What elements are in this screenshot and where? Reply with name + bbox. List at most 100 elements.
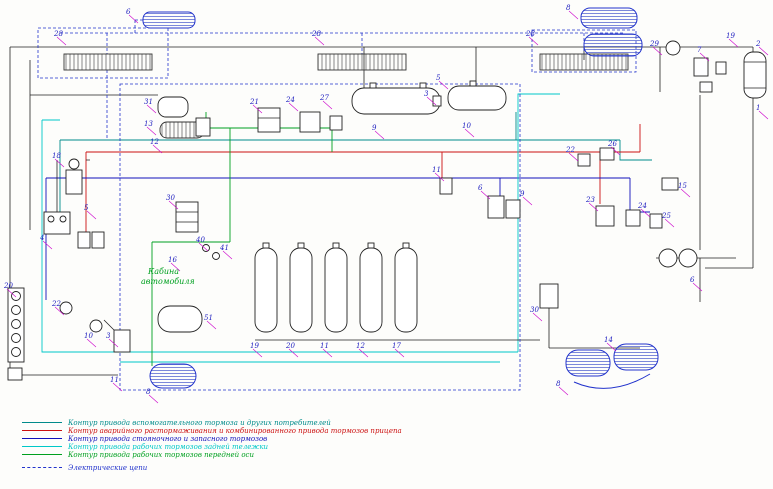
legend-item: Контур привода стояночного и запасного т… (22, 434, 402, 443)
leader-line (146, 104, 157, 114)
leader-line (522, 196, 533, 206)
leader-line (558, 386, 569, 396)
leader-line (86, 210, 97, 220)
part-number: 19 (726, 32, 735, 40)
brake-valve-two-section (175, 201, 199, 233)
part-number: 28 (525, 30, 535, 38)
legend-item: Контур аварийного растормаживания и комб… (22, 427, 402, 435)
legend-line-sample (22, 430, 62, 431)
part-number: 14 (604, 336, 613, 344)
condensate-tank (157, 305, 203, 333)
brake-chamber-pair (658, 248, 698, 268)
left-mid-valve (195, 117, 211, 137)
part-number: 12 (356, 342, 365, 350)
leader-line (86, 338, 97, 348)
part-number: 31 (144, 98, 153, 106)
leader-line (692, 282, 703, 292)
drain-valve (432, 95, 442, 107)
legend-label: Контур привода стояночного и запасного т… (68, 434, 268, 443)
circuit-rear-service-cyan (41, 93, 560, 363)
air-receiver-2 (289, 242, 313, 333)
leader-line (394, 348, 405, 358)
legend-line-sample (22, 438, 62, 439)
leader-line (288, 348, 299, 358)
legend-label: Контур привода рабочих тормозов задней т… (68, 442, 269, 451)
legend-label: Контур привода вспомогательного тормоза … (68, 418, 331, 427)
leader-line (148, 394, 159, 404)
leader-line (568, 10, 579, 20)
part-number: 10 (462, 122, 471, 130)
trailer-control-valves (577, 147, 679, 229)
connector-block (7, 367, 23, 381)
leader-line (664, 218, 675, 228)
leader-line (288, 102, 299, 112)
part-number: 6 (478, 184, 483, 192)
leader-line (680, 188, 691, 198)
leader-line (728, 38, 739, 48)
cab-label-line2: автомобиля (141, 277, 195, 286)
leader-line (252, 104, 263, 114)
leader-line (322, 100, 333, 110)
leader-line (434, 172, 445, 182)
legend-label: Электрические цепи (68, 463, 148, 472)
leader-line (426, 96, 437, 106)
hand-brake-valve (202, 244, 220, 260)
legend-label: Контур привода рабочих тормозов передней… (68, 450, 254, 459)
rear-bellows (565, 343, 659, 389)
air-receiver-1 (254, 242, 278, 333)
leader-line (758, 110, 769, 120)
part-number: 5 (84, 204, 89, 212)
part-number: 7 (697, 46, 702, 54)
left-mid-tank (157, 96, 189, 118)
leader-line (6, 288, 17, 298)
right-valve-cluster (665, 40, 727, 93)
part-number: 3 (106, 332, 111, 340)
leader-line (152, 144, 163, 154)
legend: Контур привода вспомогательного тормоза … (22, 418, 402, 472)
part-number: 25 (661, 212, 671, 220)
brake-pedal (103, 319, 131, 353)
part-number: 26 (607, 140, 617, 148)
pressure-gauge-1 (59, 301, 73, 315)
leader-line (168, 200, 179, 210)
part-number: 24 (637, 202, 647, 210)
leader-line (568, 152, 579, 162)
part-number: 30 (530, 306, 539, 314)
circuit-auxiliary-teal (59, 112, 652, 232)
leader-line (532, 312, 543, 322)
leader-line (322, 348, 333, 358)
part-number: 9 (372, 124, 377, 132)
leader-line (54, 306, 65, 316)
part-number: 8 (556, 380, 561, 388)
part-number: 16 (168, 256, 177, 264)
part-number: 30 (166, 194, 175, 202)
part-number: 8 (146, 388, 151, 396)
air-reservoir-horizontal-2 (447, 80, 507, 111)
legend-item: Контур привода рабочих тормозов передней… (22, 450, 402, 459)
part-number: 19 (250, 342, 259, 350)
leader-line (198, 242, 209, 252)
leader-line (588, 202, 599, 212)
leader-line (480, 190, 491, 200)
part-number: 28 (311, 30, 321, 38)
front-bellows (149, 363, 197, 389)
leader-line (314, 36, 325, 46)
part-number: 4 (39, 234, 44, 242)
legend-line-sample (22, 422, 62, 423)
leader-line (112, 382, 123, 392)
part-number: 6 (126, 8, 131, 16)
top-muffler (142, 11, 196, 29)
part-number: 23 (585, 196, 595, 204)
air-tank-right (743, 51, 767, 99)
leader-line (358, 348, 369, 358)
pressure-gauge-2 (89, 319, 103, 333)
part-number: 18 (52, 152, 61, 160)
part-number: 15 (678, 182, 687, 190)
part-number: 41 (219, 244, 229, 252)
part-number: 6 (690, 276, 695, 284)
rear-brake-valve (539, 283, 559, 309)
part-number: 11 (320, 342, 329, 350)
leader-line (56, 36, 67, 46)
